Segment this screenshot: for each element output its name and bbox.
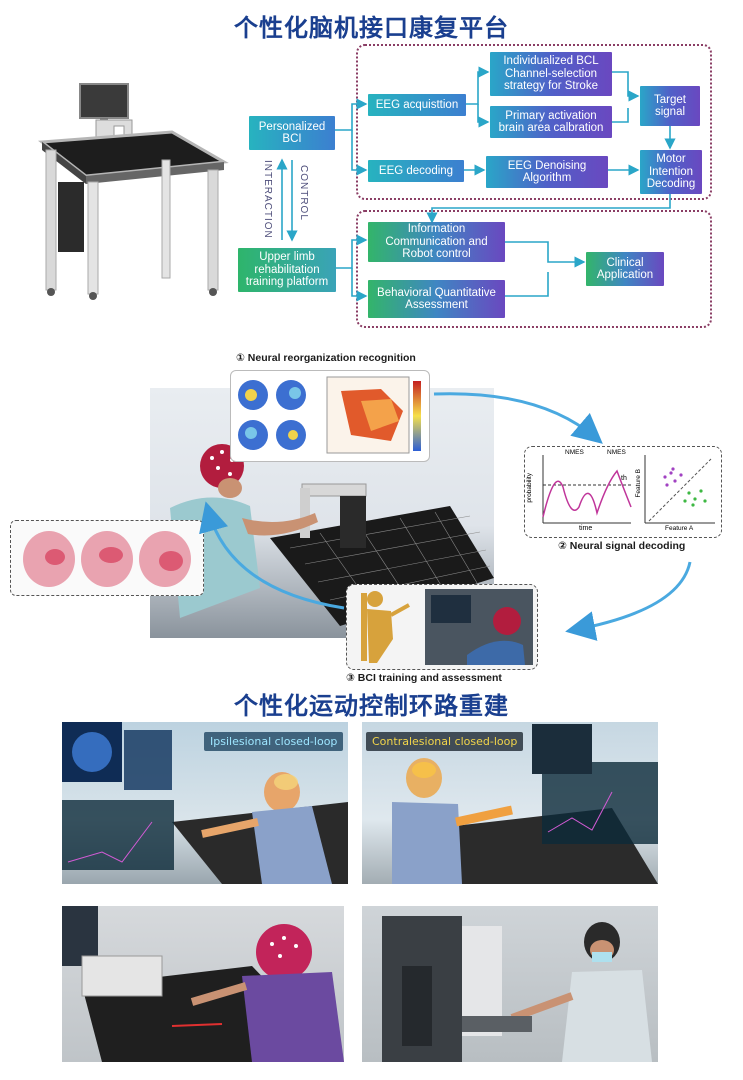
eeg-decoding-box: EEG decoding [368,160,464,182]
cycle-arrows [199,392,692,641]
rehab-desk-illustration [37,83,229,300]
control-label: CONTROL [298,165,309,221]
motor-intention-box: Motor Intention Decoding [640,150,702,194]
topomaps [238,380,306,450]
page-title-mid: 个性化运动控制环路重建 [234,692,509,720]
step1-caption: ① Neural reorganization recognition [236,352,416,364]
nmes-label-1: NMES [565,449,584,456]
behavioral-assessment-box: Behavioral Quantitative Assessment [368,280,505,318]
patient-training-photo [62,906,344,1062]
info-communication-box: Information Communication and Robot cont… [368,222,505,262]
eeg-denoising-box: EEG Denoising Algorithm [486,156,608,188]
feature-a-label: Feature A [665,525,694,532]
contralesional-photo: Contralesional closed-loop [362,722,658,884]
primary-activation-box: Primary activation brain area calbration [490,106,612,138]
upper-limb-platform-box: Upper limb rehabilitation training platf… [238,248,336,292]
target-signal-box: Target signal [640,86,700,126]
decoding-plots-panel: NMES NMES th probability time Feature A … [524,446,722,538]
acquisition-group-frame [356,44,712,200]
application-group-frame [356,210,712,328]
threshold-label: th [621,475,627,482]
eeg-acquisition-box: EEG acquisttion [368,94,466,116]
nmes-label-2: NMES [607,449,626,456]
brain-images-panel [10,520,204,596]
personalized-bci-box: Personalized BCI [249,116,335,150]
topomap-inset [230,370,430,462]
brain-image [23,531,75,587]
time-axis-label: time [579,525,593,532]
step3-caption: ③ BCI training and assessment [346,672,502,684]
clinical-application-box: Clinical Application [586,252,664,286]
flow-connectors [276,66,676,302]
ipsilesional-photo: Ipsilesional closed-loop [62,722,348,884]
interaction-label: INTERACTION [262,160,273,239]
clinic-rehab-photo [362,906,658,1062]
channel-selection-box: Individualized BCL Channel-selection str… [490,52,612,96]
step2-caption: ② Neural signal decoding [558,540,686,552]
page-title-top: 个性化脑机接口康复平台 [234,14,509,42]
ipsilesional-tag: Ipsilesional closed-loop [204,732,344,751]
training-assessment-panel [346,584,538,670]
contralesional-tag: Contralesional closed-loop [366,732,524,751]
